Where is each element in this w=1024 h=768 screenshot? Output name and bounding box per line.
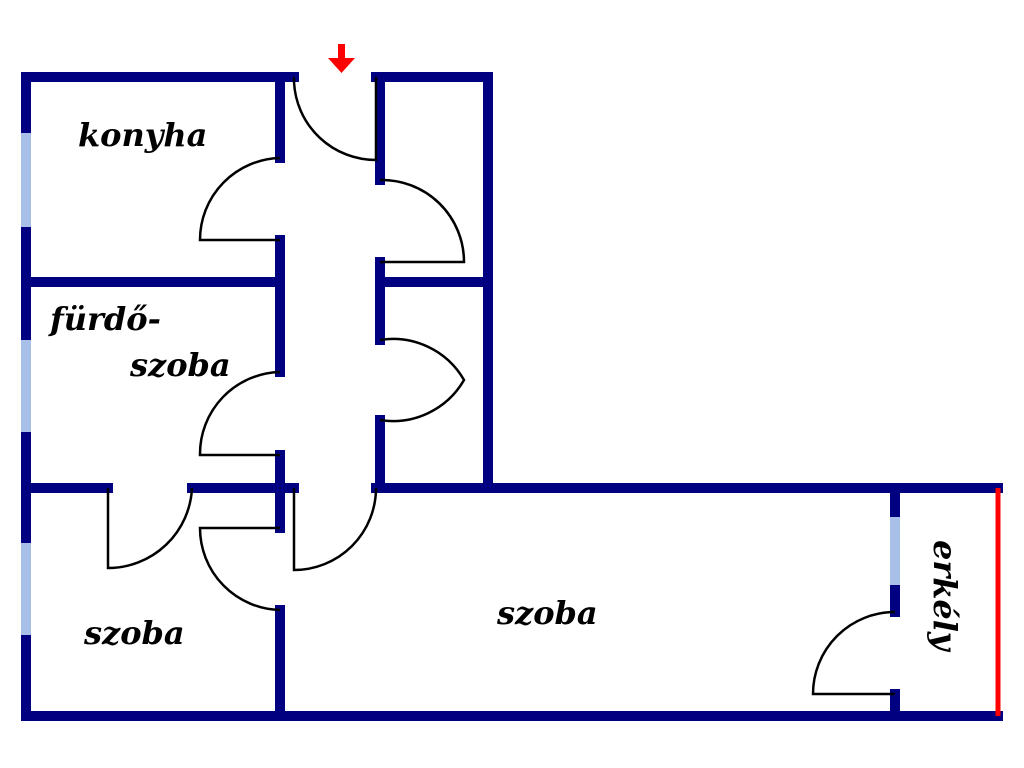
balcony-label: erkély bbox=[926, 540, 964, 653]
arrow-down-icon bbox=[328, 44, 355, 73]
kitchen-label: konyha bbox=[78, 116, 207, 154]
doors bbox=[106, 77, 896, 696]
bathroom-small-room-door bbox=[106, 487, 194, 570]
balcony-door bbox=[811, 610, 896, 696]
small-room-label: szoba bbox=[83, 614, 185, 652]
walls bbox=[21, 72, 1003, 721]
kitchen-door bbox=[198, 156, 281, 242]
large-room-label: szoba bbox=[496, 594, 598, 632]
entrance-door bbox=[292, 77, 378, 162]
closet-door-lower bbox=[379, 337, 466, 423]
windows bbox=[21, 128, 900, 640]
small-room-door bbox=[198, 526, 281, 612]
big-room-door bbox=[292, 487, 378, 572]
bathroom-label-line2: szoba bbox=[129, 346, 231, 384]
bathroom-door bbox=[198, 370, 281, 457]
bathroom-label-line1: fürdő- bbox=[48, 300, 161, 338]
closet-door-upper bbox=[379, 178, 466, 264]
